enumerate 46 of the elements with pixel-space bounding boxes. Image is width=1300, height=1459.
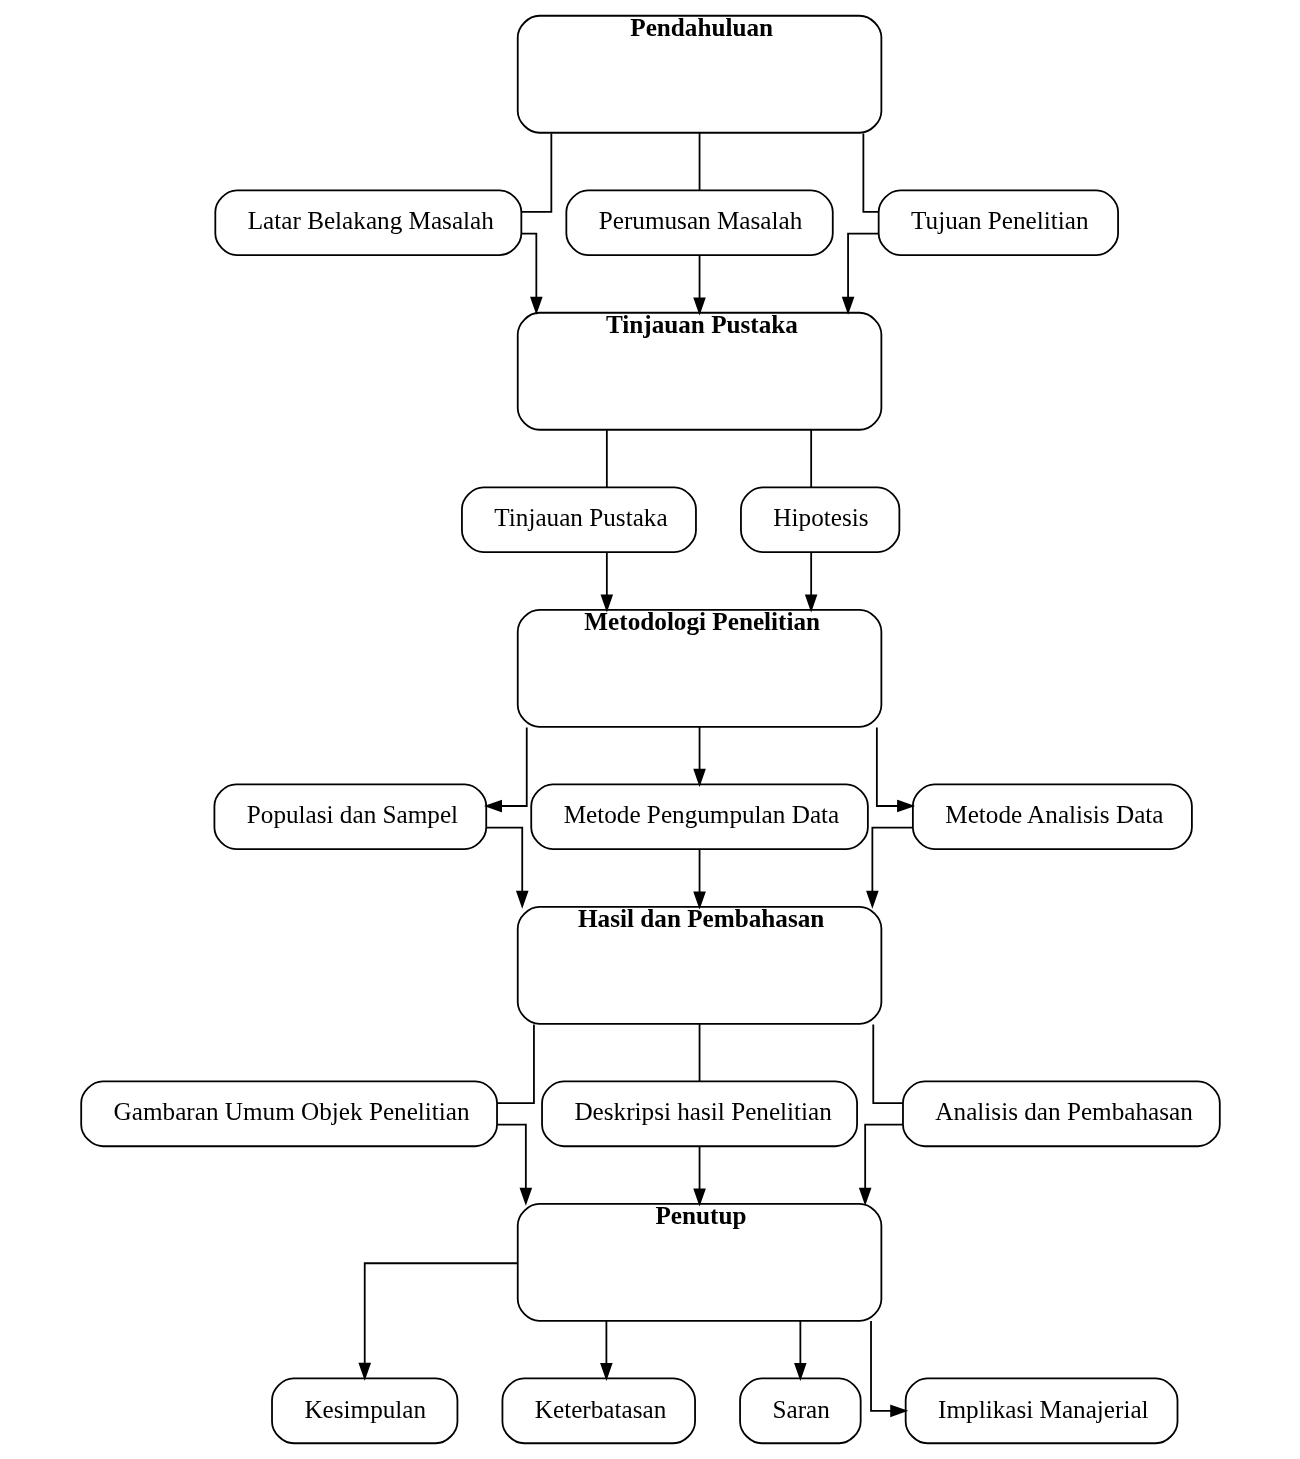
arrow	[485, 826, 529, 909]
node-box: Pendahuluan	[516, 14, 882, 134]
connector	[495, 1023, 535, 1104]
arrow	[869, 1320, 908, 1418]
node-box: Saran	[738, 1377, 862, 1445]
arrow	[599, 1320, 613, 1381]
node-box: Analisis dan Pembahasan	[901, 1080, 1221, 1148]
arrow	[600, 551, 613, 613]
node-box: Deskripsi hasil Penelitian	[540, 1080, 858, 1148]
node-box: Hipotesis	[739, 486, 900, 554]
node-box: Gambaran Umum Objek Penelitian	[79, 1080, 498, 1148]
arrow	[875, 726, 915, 813]
node-box: Latar Belakang Masalah	[213, 189, 522, 257]
connector	[861, 132, 879, 213]
node-box: Tinjauan Pustaka	[516, 311, 882, 431]
arrow	[865, 826, 913, 909]
arrow	[858, 1123, 903, 1206]
arrow	[692, 254, 706, 316]
node-box: Tujuan Penelitian	[877, 189, 1119, 257]
arrow	[357, 1262, 518, 1381]
arrow	[793, 1320, 807, 1381]
arrow	[692, 1145, 706, 1207]
node-box: Metode Pengumpulan Data	[529, 783, 869, 851]
node-box: Keterbatasan	[501, 1377, 696, 1445]
node-box: Populasi dan Sampel	[213, 783, 487, 851]
node-box: Metodologi Penelitian	[516, 608, 882, 728]
arrow	[483, 726, 528, 813]
connector	[698, 1023, 700, 1083]
connector	[605, 429, 608, 489]
node-box: Metode Analisis Data	[911, 783, 1193, 851]
node-box: Perumusan Masalah	[564, 189, 834, 257]
node-box: Kesimpulan	[270, 1377, 458, 1445]
connector	[698, 132, 700, 191]
arrow	[520, 232, 543, 315]
arrow	[841, 232, 879, 315]
arrow	[804, 551, 817, 613]
connector	[871, 1023, 904, 1104]
node-box: Penutup	[516, 1202, 882, 1322]
node-box: Hasil dan Pembahasan	[516, 905, 882, 1025]
connector	[520, 132, 552, 213]
node-box: Tinjauan Pustaka	[460, 486, 697, 554]
arrow	[692, 848, 706, 910]
arrow	[495, 1123, 532, 1206]
arrow	[692, 726, 706, 787]
node-box: Implikasi Manajerial	[904, 1377, 1178, 1445]
connector	[809, 429, 812, 489]
